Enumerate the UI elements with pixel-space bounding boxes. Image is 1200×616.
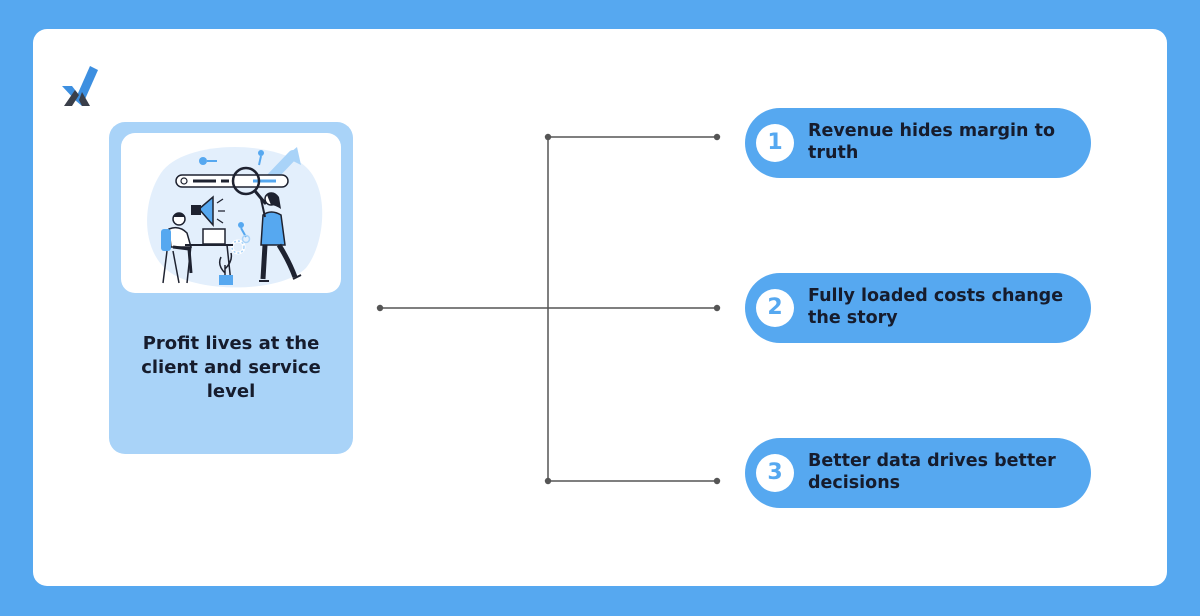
marketing-search-illustration bbox=[121, 133, 341, 293]
connector-dot-item-2 bbox=[713, 304, 721, 312]
item-number-badge: 1 bbox=[756, 124, 794, 162]
item-pill-3: 3 Better data drives better decisions bbox=[745, 438, 1091, 508]
item-text: Fully loaded costs change the story bbox=[808, 286, 1064, 328]
connector-dot-spine-top bbox=[544, 133, 552, 141]
item-number-badge: 3 bbox=[756, 454, 794, 492]
connector-dot-source bbox=[376, 304, 384, 312]
item-text: Better data drives better decisions bbox=[808, 451, 1056, 493]
connector-dot-spine-bottom bbox=[544, 477, 552, 485]
source-text: Profit lives at the client and service l… bbox=[141, 333, 321, 402]
connector-dot-item-1 bbox=[713, 133, 721, 141]
item-text: Revenue hides margin to truth bbox=[808, 121, 1055, 163]
item-number-badge: 2 bbox=[756, 289, 794, 327]
connector-dot-item-3 bbox=[713, 477, 721, 485]
item-pill-1: 1 Revenue hides margin to truth bbox=[745, 108, 1091, 178]
item-pill-2: 2 Fully loaded costs change the story bbox=[745, 273, 1091, 343]
checkmark-logo-icon bbox=[60, 62, 98, 106]
